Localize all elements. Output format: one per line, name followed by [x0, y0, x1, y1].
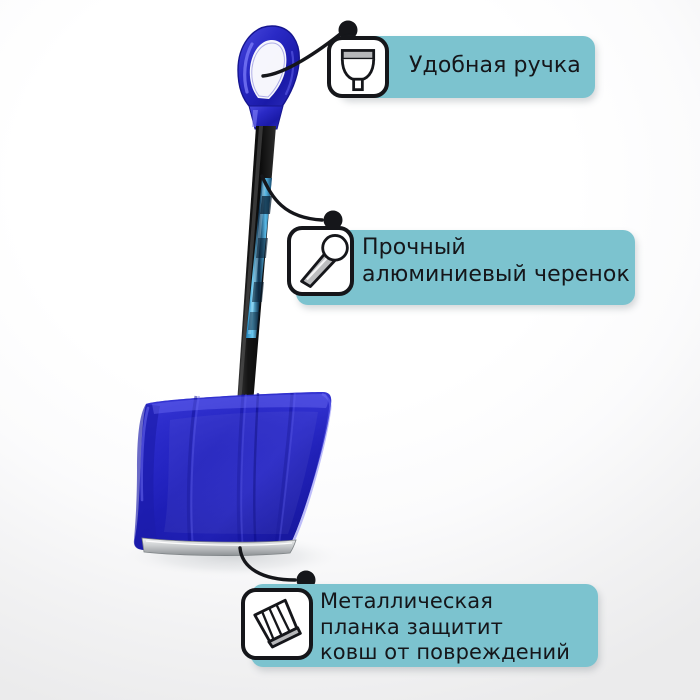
- metal-strip-scoop-icon: [241, 588, 313, 660]
- callout-handle-label: Удобная ручка: [409, 53, 581, 78]
- connector-line-shaft: [260, 174, 324, 222]
- aluminium-shaft-icon: [287, 226, 354, 296]
- connector-line-strip: [238, 546, 297, 582]
- d-grip-handle-icon: [327, 36, 389, 98]
- callout-strip-label: Металлическая планка защитит ковш от пов…: [320, 589, 571, 665]
- callout-shaft-label: Прочный алюминиевый черенок: [362, 235, 630, 287]
